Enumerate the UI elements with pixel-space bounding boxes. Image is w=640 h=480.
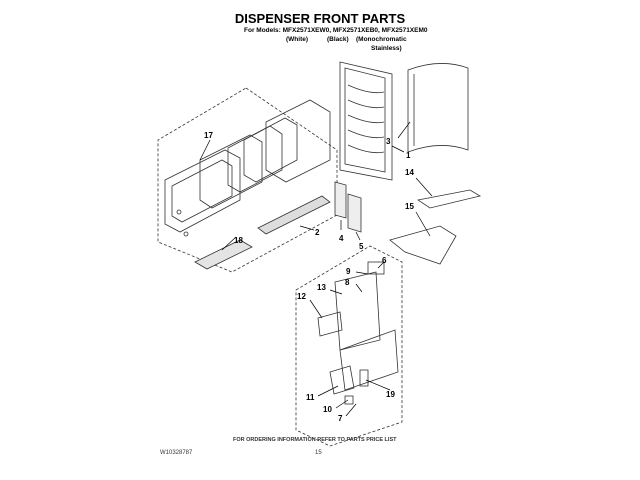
callout-1: 1 bbox=[406, 151, 411, 160]
callout-17: 17 bbox=[204, 131, 213, 140]
dispenser-door-cover bbox=[407, 63, 469, 153]
callout-18: 18 bbox=[234, 236, 243, 245]
callout-5: 5 bbox=[359, 242, 364, 251]
dispenser-mechanism-parts bbox=[317, 261, 399, 405]
page-title: DISPENSER FRONT PARTS bbox=[234, 11, 406, 26]
callout-7: 7 bbox=[338, 414, 343, 423]
models-line: For Models: MFX2571XEW0, MFX2571XEB0, MF… bbox=[244, 27, 428, 34]
callout-12: 12 bbox=[297, 292, 306, 301]
drip-tray-15 bbox=[389, 225, 457, 265]
callout-8: 8 bbox=[345, 278, 350, 287]
callout-11: 11 bbox=[306, 393, 315, 402]
callout-4: 4 bbox=[339, 234, 344, 243]
callout-10: 10 bbox=[323, 405, 332, 414]
callout-3: 3 bbox=[386, 137, 391, 146]
callout-9: 9 bbox=[346, 267, 351, 276]
control-assembly-group-box bbox=[157, 87, 338, 273]
dispenser-mechanism-group-box bbox=[295, 245, 403, 447]
callout-6: 6 bbox=[382, 256, 387, 265]
drip-tray-14 bbox=[416, 189, 482, 209]
variant-white: (White) bbox=[286, 36, 309, 43]
callout-13: 13 bbox=[317, 283, 326, 292]
part-5 bbox=[347, 193, 362, 233]
callout-19: 19 bbox=[386, 390, 395, 399]
variant-mono-stainless: Stainless) bbox=[371, 45, 402, 52]
page-number: 15 bbox=[315, 450, 322, 456]
document-number: W10328787 bbox=[160, 450, 193, 456]
part-4 bbox=[334, 181, 347, 219]
variant-mono: (Monochromatic bbox=[356, 36, 407, 43]
control-panel-parts bbox=[164, 99, 331, 270]
callout-15: 15 bbox=[405, 202, 414, 211]
ordering-note: FOR ORDERING INFORMATION REFER TO PARTS … bbox=[233, 437, 397, 443]
dispenser-housing bbox=[339, 61, 393, 181]
callout-14: 14 bbox=[405, 168, 414, 177]
variant-black: (Black) bbox=[327, 36, 349, 43]
callout-2: 2 bbox=[315, 228, 320, 237]
callout-leader-lines bbox=[199, 121, 433, 417]
